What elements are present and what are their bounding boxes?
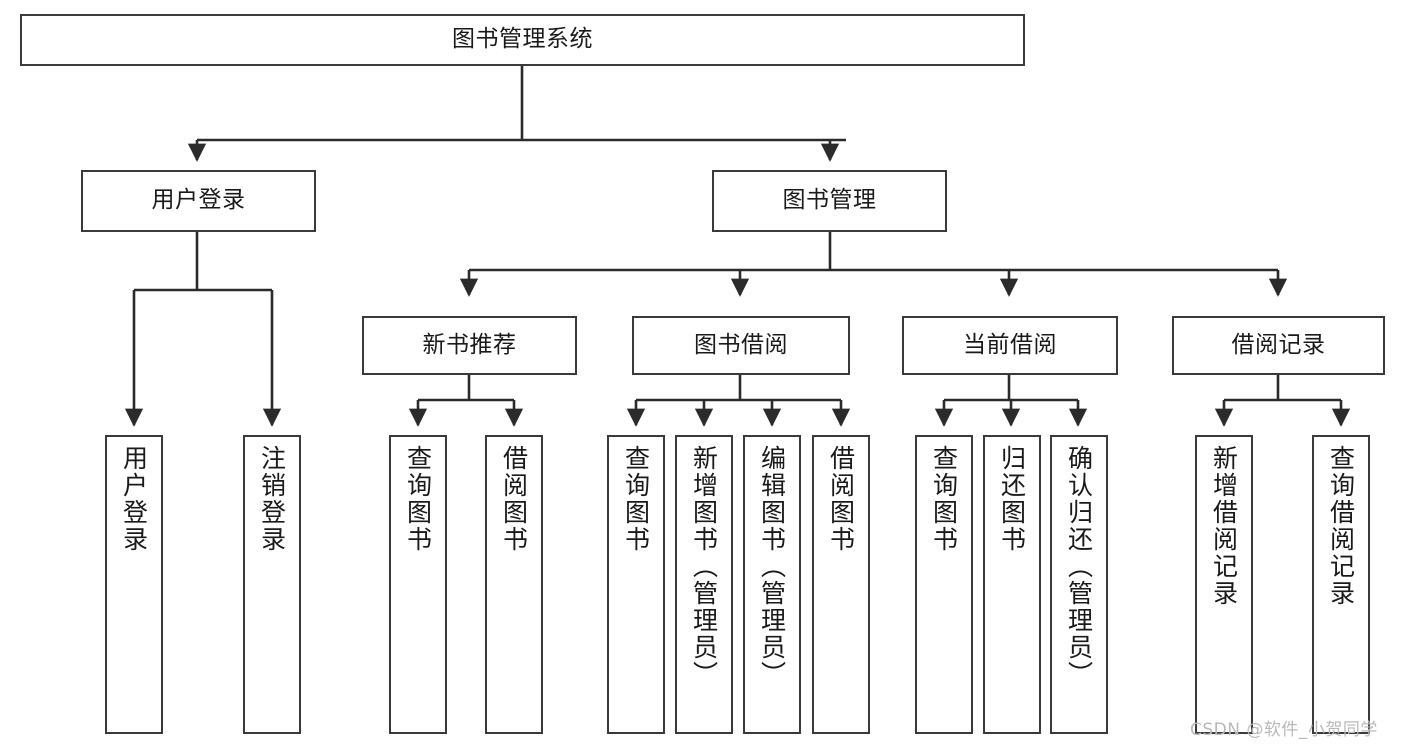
node-current-borrow[interactable]: 当前借阅	[902, 316, 1118, 375]
leaf-borrow-book-1-label: 借阅图书	[499, 445, 529, 553]
leaf-borrow-book-2[interactable]: 借阅图书	[812, 435, 870, 734]
leaf-query-book-3-label: 查询图书	[929, 445, 959, 553]
node-current-borrow-label: 当前借阅	[963, 331, 1057, 358]
leaf-edit-book-label: 编辑图书（管理员）	[757, 445, 787, 688]
node-book-borrow-label: 图书借阅	[694, 331, 788, 358]
leaf-user-login-label: 用户登录	[119, 445, 149, 553]
node-root-label: 图书管理系统	[452, 26, 593, 53]
node-new-book-rec-label: 新书推荐	[422, 331, 517, 358]
csdn-watermark: CSDN @软件_小贺同学	[1190, 720, 1378, 740]
leaf-add-record-label: 新增借阅记录	[1209, 445, 1239, 607]
node-new-book-rec[interactable]: 新书推荐	[362, 316, 577, 375]
node-user-login-label: 用户登录	[151, 187, 246, 214]
leaf-query-book-2-label: 查询图书	[621, 445, 651, 553]
leaf-logout-login-label: 注销登录	[257, 445, 287, 553]
leaf-query-record-label: 查询借阅记录	[1326, 445, 1356, 607]
leaf-borrow-book-1[interactable]: 借阅图书	[485, 435, 543, 734]
node-root[interactable]: 图书管理系统	[20, 14, 1025, 66]
leaf-edit-book[interactable]: 编辑图书（管理员）	[743, 435, 801, 734]
leaf-borrow-book-2-label: 借阅图书	[826, 445, 856, 553]
leaf-query-book-1-label: 查询图书	[403, 445, 433, 553]
node-book-manage[interactable]: 图书管理	[712, 170, 947, 232]
node-user-login[interactable]: 用户登录	[81, 170, 316, 232]
leaf-query-book-2[interactable]: 查询图书	[607, 435, 665, 734]
node-book-borrow[interactable]: 图书借阅	[632, 316, 850, 375]
node-borrow-record-label: 借阅记录	[1231, 331, 1326, 358]
leaf-return-book[interactable]: 归还图书	[983, 435, 1041, 734]
node-borrow-record[interactable]: 借阅记录	[1172, 316, 1385, 375]
leaf-query-book-1[interactable]: 查询图书	[389, 435, 447, 734]
leaf-logout-login[interactable]: 注销登录	[243, 435, 301, 734]
node-book-manage-label: 图书管理	[782, 187, 877, 214]
leaf-add-book-label: 新增图书（管理员）	[689, 445, 719, 688]
leaf-confirm-return-label: 确认归还（管理员）	[1064, 445, 1094, 688]
leaf-query-book-3[interactable]: 查询图书	[915, 435, 973, 734]
leaf-return-book-label: 归还图书	[997, 445, 1027, 553]
leaf-confirm-return[interactable]: 确认归还（管理员）	[1050, 435, 1108, 734]
leaf-add-record[interactable]: 新增借阅记录	[1195, 435, 1253, 734]
leaf-user-login[interactable]: 用户登录	[105, 435, 163, 734]
leaf-query-record[interactable]: 查询借阅记录	[1312, 435, 1370, 734]
leaf-add-book[interactable]: 新增图书（管理员）	[675, 435, 733, 734]
